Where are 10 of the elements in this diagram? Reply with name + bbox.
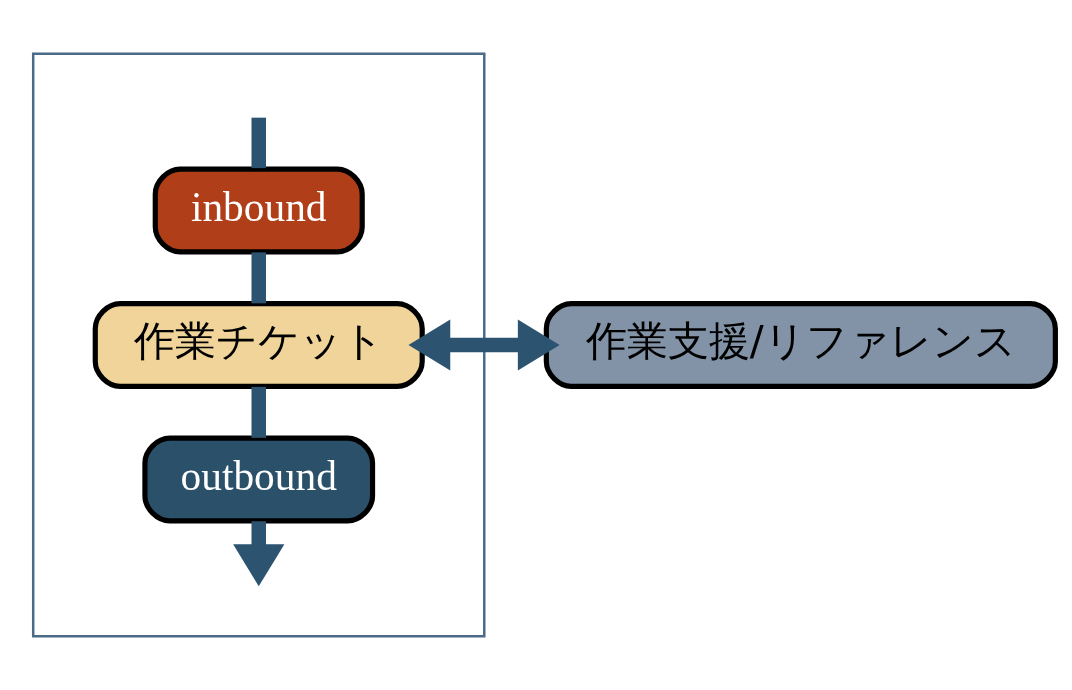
connector — [251, 386, 266, 438]
node-box: inbound — [152, 166, 365, 255]
arrow — [408, 319, 560, 371]
node-box: 作業支援/リファレンス — [543, 301, 1058, 389]
connector — [251, 252, 266, 304]
connector — [251, 117, 266, 169]
arrow — [233, 521, 285, 587]
node-box: 作業チケット — [92, 301, 425, 389]
node-box: outbound — [142, 435, 376, 524]
cluster — [31, 52, 486, 638]
